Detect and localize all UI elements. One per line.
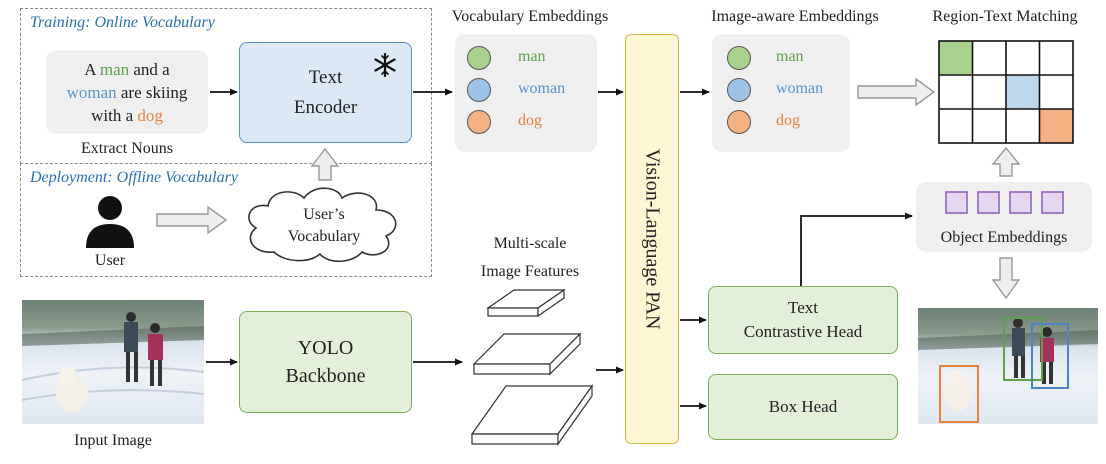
extract-nouns-label: Extract Nouns — [81, 140, 173, 157]
word-man: man — [99, 60, 130, 79]
pan-box — [625, 34, 679, 444]
hollow-arrow-to-encoder — [310, 147, 340, 181]
caption-text: A man and a woman are skiing with a dog — [66, 60, 188, 125]
training-title: Training: Online Vocabulary — [30, 14, 215, 31]
hollow-arrow-to-output — [991, 257, 1021, 300]
image-aware-title: Image-aware Embeddings — [711, 8, 879, 25]
aware-woman-label: woman — [776, 80, 824, 97]
region-text-title: Region-Text Matching — [932, 8, 1078, 25]
caption-panel — [46, 50, 208, 134]
woman-embedding-dot — [467, 78, 491, 102]
box-head-box: Box Head — [708, 374, 898, 440]
input-image-label: Input Image — [74, 432, 152, 449]
vocab-woman-label: woman — [518, 80, 566, 97]
object-embedding-squares — [945, 191, 1064, 214]
matching-grid — [938, 40, 1074, 144]
aware-man-label: man — [776, 48, 804, 65]
vocab-man-label: man — [518, 48, 546, 65]
deployment-region — [20, 163, 432, 277]
man-aware-dot — [727, 46, 751, 70]
input-image — [22, 300, 204, 424]
vocab-embeddings-title: Vocabulary Embeddings — [451, 8, 609, 25]
word-woman: woman — [66, 83, 117, 102]
hollow-arrow-to-cloud — [156, 205, 228, 235]
hollow-arrow-to-grid — [991, 146, 1021, 177]
man-embedding-dot — [467, 46, 491, 70]
user-icon — [86, 196, 134, 248]
feature-maps — [470, 288, 594, 446]
object-embeddings-label: Object Embeddings — [940, 229, 1068, 246]
user-label: User — [94, 252, 126, 269]
word-dog: dog — [137, 106, 163, 125]
dog-embedding-dot — [467, 110, 491, 134]
output-image — [918, 308, 1098, 424]
dog-aware-dot — [727, 110, 751, 134]
vocab-dog-label: dog — [518, 112, 542, 129]
cloud-icon — [248, 187, 397, 263]
snowflake-icon — [374, 52, 396, 78]
deployment-title: Deployment: Offline Vocabulary — [30, 169, 238, 186]
woman-aware-dot — [727, 78, 751, 102]
hollow-arrow-to-matching — [857, 77, 936, 107]
aware-dog-label: dog — [776, 112, 800, 129]
